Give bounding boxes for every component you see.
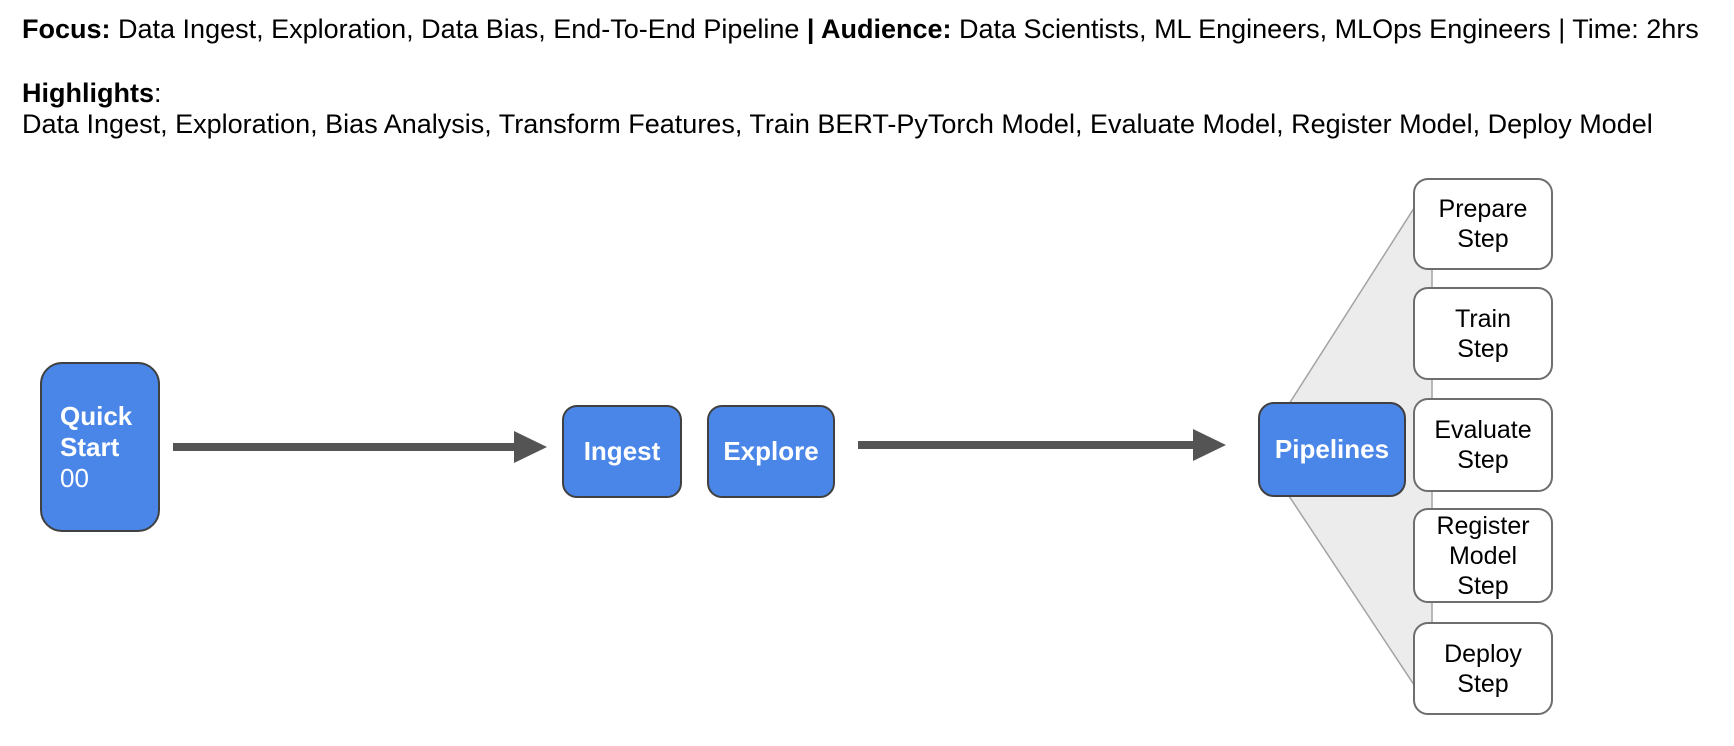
audience-text: Data Scientists, ML Engineers, MLOps Eng…	[951, 14, 1699, 44]
focus-label: Focus:	[22, 14, 111, 44]
step-prepare: Prepare Step	[1413, 178, 1553, 270]
arrow-quickstart-to-ingest-icon	[173, 431, 547, 463]
step-register-model: Register Model Step	[1413, 508, 1553, 603]
step-evaluate: Evaluate Step	[1413, 398, 1553, 492]
node-pipelines: Pipelines	[1258, 402, 1406, 497]
highlights-label: Highlights	[22, 78, 154, 108]
highlights-text: Data Ingest, Exploration, Bias Analysis,…	[22, 109, 1653, 139]
pipelines-label: Pipelines	[1274, 434, 1390, 464]
node-explore: Explore	[707, 405, 835, 498]
focus-line: Focus: Data Ingest, Exploration, Data Bi…	[22, 13, 1699, 45]
explore-label: Explore	[723, 436, 819, 466]
node-quick-start: Quick Start 00	[40, 362, 160, 532]
highlights-block: Highlights: Data Ingest, Exploration, Bi…	[22, 78, 1653, 140]
step-deploy: Deploy Step	[1413, 622, 1553, 715]
node-ingest: Ingest	[562, 405, 682, 498]
arrow-explore-to-pipelines-icon	[858, 429, 1226, 461]
quick-start-number: 00	[60, 462, 89, 493]
focus-text: Data Ingest, Exploration, Data Bias, End…	[110, 14, 807, 44]
ingest-label: Ingest	[583, 436, 661, 466]
highlights-colon: :	[153, 78, 162, 108]
audience-label: | Audience:	[806, 14, 952, 44]
step-train: Train Step	[1413, 287, 1553, 380]
quick-start-title: Quick Start	[60, 400, 133, 462]
highlights-heading: Highlights:	[22, 78, 1653, 109]
